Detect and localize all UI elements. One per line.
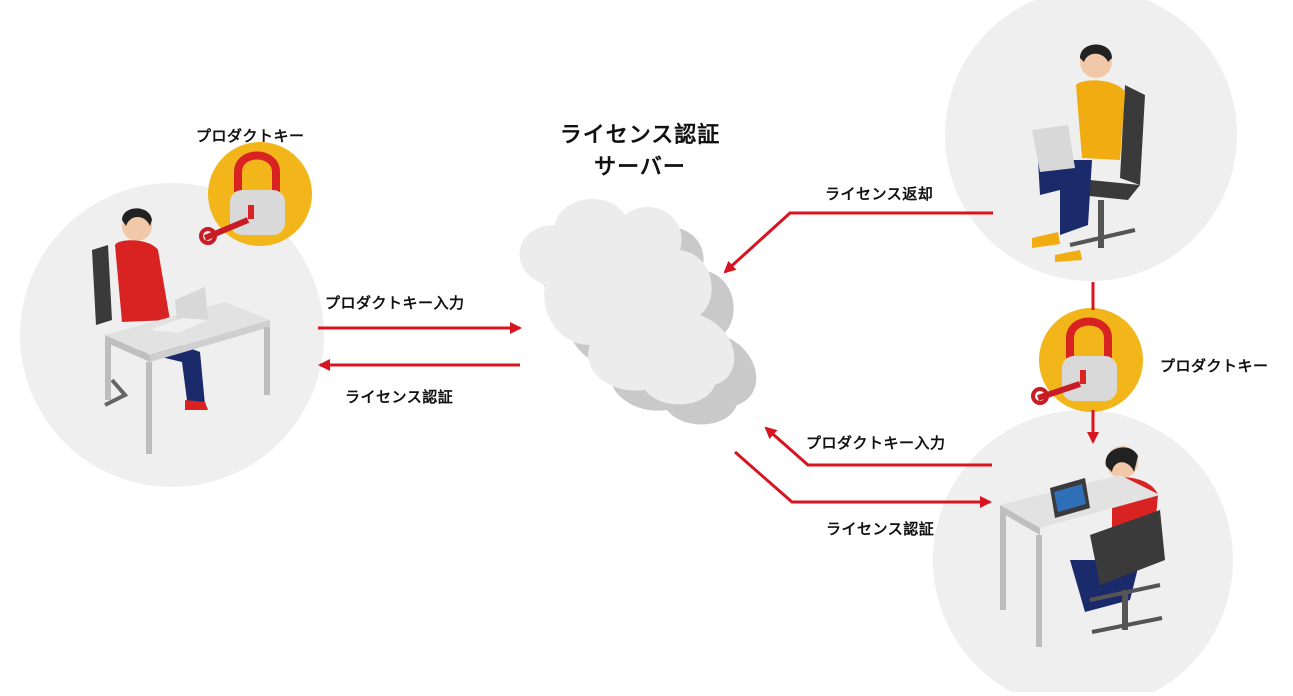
arrow-license-return: [723, 211, 993, 274]
arrow-right-key-input: [764, 426, 992, 467]
left-arrow-key-input-label: プロダクトキー入力: [325, 294, 465, 312]
padlock-key-icon: [199, 142, 312, 246]
person-at-desk-icon: [1000, 446, 1165, 647]
left-product-key-label: プロダクトキー: [196, 127, 305, 145]
right-arrow-license-auth-label: ライセンス認証: [826, 520, 935, 538]
right-product-key-label: プロダクトキー: [1160, 357, 1269, 375]
server-title-line2: サーバー: [594, 155, 686, 180]
person-at-desk-icon: [92, 208, 270, 454]
left-arrow-license-auth-label: ライセンス認証: [345, 388, 454, 406]
right-bottom-client-circle: [933, 410, 1233, 696]
arrow-right-license-auth: [734, 450, 992, 508]
license-return-label: ライセンス返却: [825, 185, 934, 203]
arrows: [318, 211, 1099, 508]
server-title-line1: ライセンス認証: [559, 123, 721, 148]
padlock-key-icon: [1031, 308, 1143, 412]
cloud-icon: [519, 198, 757, 425]
server-title: ライセンス認証 サーバー: [520, 120, 760, 184]
person-on-chair-icon: [1032, 44, 1145, 262]
right-arrow-key-input-label: プロダクトキー入力: [806, 434, 946, 452]
